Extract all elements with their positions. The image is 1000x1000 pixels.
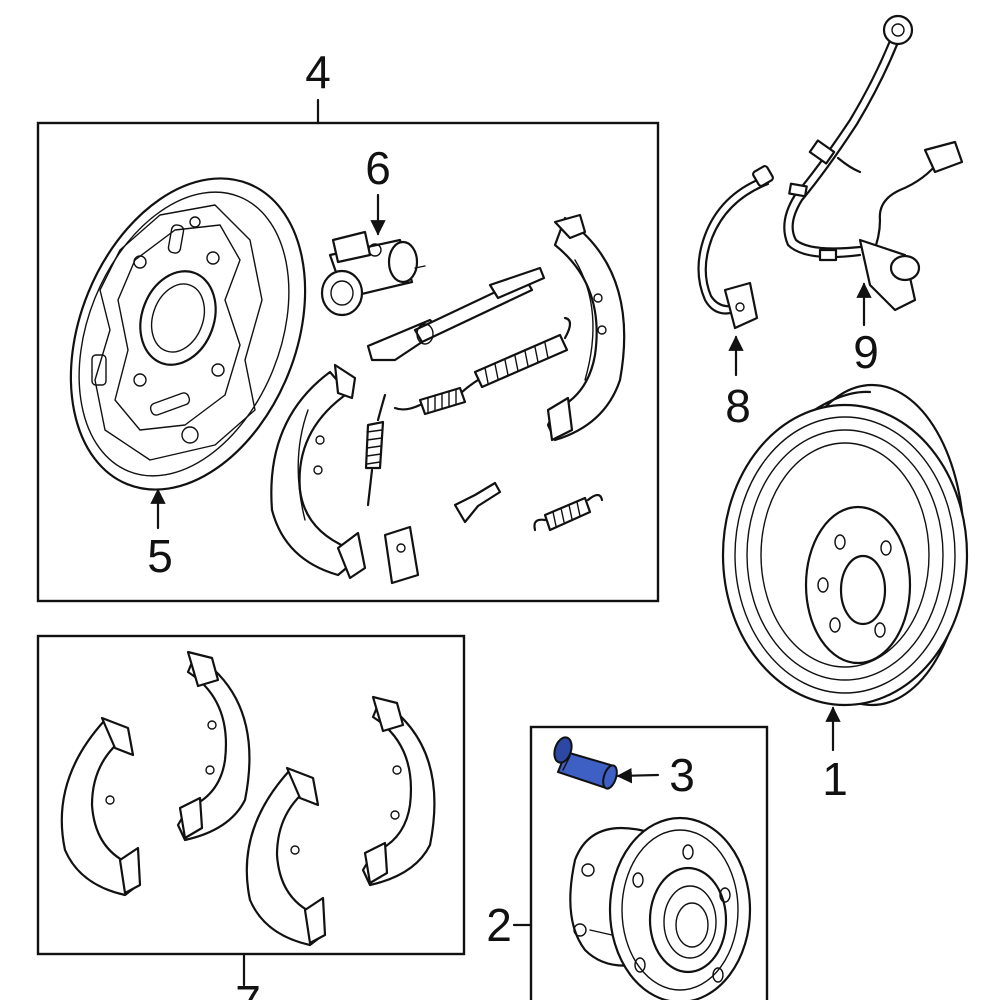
lower-return-spring[interactable] bbox=[533, 493, 604, 532]
kit-shoe-4[interactable] bbox=[361, 695, 436, 887]
adjuster-lever[interactable] bbox=[453, 481, 502, 524]
hold-down-clip[interactable] bbox=[383, 525, 420, 585]
callout-7[interactable]: 7 bbox=[235, 976, 261, 1000]
hold-down-spring[interactable] bbox=[364, 393, 387, 507]
hub-bearing[interactable] bbox=[569, 816, 752, 1000]
adjuster-strut[interactable] bbox=[366, 266, 546, 362]
kit-shoe-2[interactable] bbox=[176, 650, 251, 842]
backing-plate[interactable] bbox=[27, 143, 349, 524]
leader-3 bbox=[616, 767, 660, 784]
kit-shoe-3[interactable] bbox=[245, 766, 327, 947]
wheel-cylinder[interactable] bbox=[320, 230, 426, 317]
brake-drum[interactable] bbox=[721, 383, 969, 707]
callout-5[interactable]: 5 bbox=[147, 530, 173, 582]
callout-3[interactable]: 3 bbox=[669, 749, 695, 801]
callout-4[interactable]: 4 bbox=[305, 46, 331, 98]
kit-shoe-1[interactable] bbox=[60, 716, 142, 897]
callout-1[interactable]: 1 bbox=[822, 753, 848, 805]
callout-2[interactable]: 2 bbox=[486, 899, 512, 951]
secondary-brake-shoe[interactable] bbox=[546, 213, 626, 442]
callout-6[interactable]: 6 bbox=[365, 142, 391, 194]
abs-sensor[interactable] bbox=[783, 14, 964, 312]
callout-9[interactable]: 9 bbox=[853, 326, 879, 378]
callout-8[interactable]: 8 bbox=[725, 380, 751, 432]
primary-brake-shoe[interactable] bbox=[270, 363, 367, 580]
shoe-kit-box-7 bbox=[36, 634, 466, 956]
brake-hose[interactable] bbox=[697, 165, 774, 330]
wheel-stud[interactable] bbox=[551, 735, 619, 790]
assembly-box-4 bbox=[36, 121, 660, 603]
upper-return-spring[interactable] bbox=[393, 316, 572, 416]
hub-box-2 bbox=[529, 725, 769, 1000]
